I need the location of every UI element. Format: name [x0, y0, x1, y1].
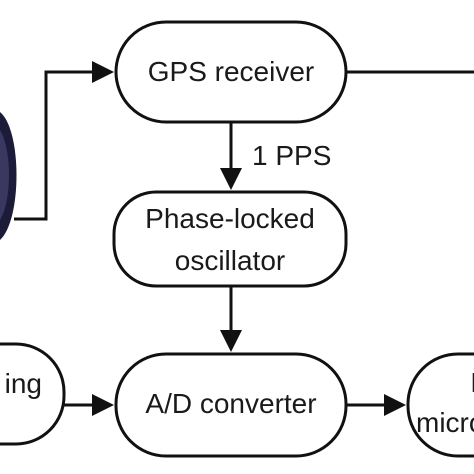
right-partial-node: I micro: [406, 352, 474, 458]
edge-antenna-to-gps: [14, 61, 114, 221]
right-partial-label-line2: micro: [416, 407, 474, 438]
right-partial-box: [406, 352, 474, 458]
gps-receiver-node: GPS receiver: [114, 20, 348, 124]
left-partial-node: ing: [0, 342, 66, 446]
antenna-icon: [0, 112, 17, 240]
left-partial-box: [0, 342, 66, 446]
edge-pll-to-ad: [220, 286, 242, 352]
edge-ad-to-right: [346, 394, 406, 416]
ad-converter-label: A/D converter: [145, 388, 316, 419]
pps-label: 1 PPS: [252, 140, 331, 171]
edge-gps-to-pll: 1 PPS: [220, 122, 331, 190]
gps-receiver-label: GPS receiver: [148, 56, 315, 87]
pll-node: Phase-locked oscillator: [112, 190, 348, 288]
left-partial-label: ing: [5, 368, 42, 399]
pll-label-line1: Phase-locked: [145, 203, 315, 234]
ad-converter-node: A/D converter: [114, 352, 348, 458]
edge-left-to-ad: [64, 394, 114, 416]
right-partial-label-line1: I: [470, 367, 474, 398]
pll-label-line2: oscillator: [175, 245, 285, 276]
